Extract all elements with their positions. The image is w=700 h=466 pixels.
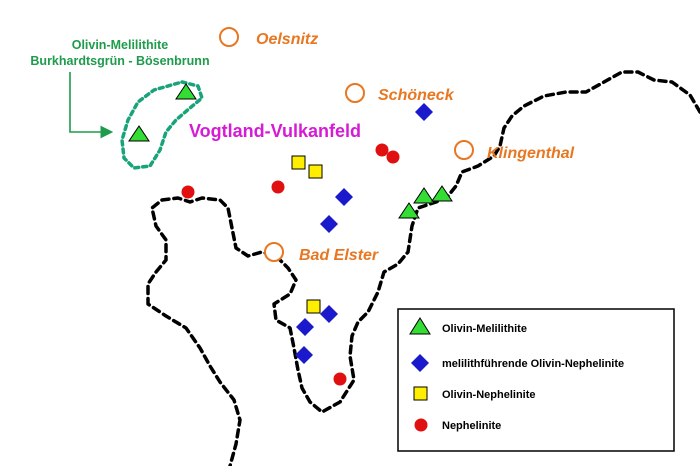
legend-diamond-icon <box>411 354 429 372</box>
site-olivin-melilithite <box>175 83 197 100</box>
town-label-bad-elster: Bad Elster <box>299 247 379 264</box>
site-melilith-olivin-nephelinite <box>320 305 338 323</box>
site-melilith-olivin-nephelinite <box>415 103 433 121</box>
site-melilith-olivin-nephelinite <box>320 215 338 233</box>
site-olivin-melilithite <box>413 187 435 204</box>
site-olivin-melilithite <box>128 125 150 142</box>
legend-square-icon <box>413 386 428 401</box>
legend-circle-icon <box>414 418 428 432</box>
town-marker-schoeneck <box>345 83 365 103</box>
legend-label-melilith-olivin-nephelinite: melilithführende Olivin-Nephelinite <box>442 358 624 370</box>
town-label-oelsnitz: Oelsnitz <box>256 31 318 48</box>
site-olivin-melilithite <box>431 185 453 202</box>
legend-label-nephelinite: Nephelinite <box>442 420 501 432</box>
site-melilith-olivin-nephelinite <box>335 188 353 206</box>
site-nephelinite <box>386 150 400 164</box>
site-olivin-nephelinite <box>308 164 323 179</box>
legend: Olivin-Melilithite melilithführende Oliv… <box>397 308 675 452</box>
legend-label-olivin-nephelinite: Olivin-Nephelinite <box>442 389 536 401</box>
field-label: Vogtland-Vulkanfeld <box>189 121 361 141</box>
callout-arrow <box>69 72 114 139</box>
town-marker-oelsnitz <box>219 27 239 47</box>
legend-frame <box>397 308 675 452</box>
site-olivin-nephelinite <box>291 155 306 170</box>
legend-triangle-icon <box>409 317 431 335</box>
site-melilith-olivin-nephelinite <box>296 318 314 336</box>
state-border-line <box>146 70 700 466</box>
site-nephelinite <box>375 143 389 157</box>
site-nephelinite <box>333 372 347 386</box>
site-nephelinite <box>271 180 285 194</box>
callout-title: Olivin-Melilithite <box>72 38 169 52</box>
site-nephelinite <box>181 185 195 199</box>
legend-label-olivin-melilithite: Olivin-Melilithite <box>442 323 527 335</box>
town-marker-bad-elster <box>264 242 284 262</box>
site-olivin-nephelinite <box>306 299 321 314</box>
town-label-schoeneck: Schöneck <box>378 87 455 104</box>
melilithite-area-outline <box>120 80 204 170</box>
town-marker-klingenthal <box>454 140 474 160</box>
site-olivin-melilithite <box>398 202 420 219</box>
town-label-klingenthal: Klingenthal <box>487 145 575 162</box>
callout-subtitle: Burkhardtsgrün - Bösenbrunn <box>30 54 209 68</box>
site-melilith-olivin-nephelinite <box>295 346 313 364</box>
